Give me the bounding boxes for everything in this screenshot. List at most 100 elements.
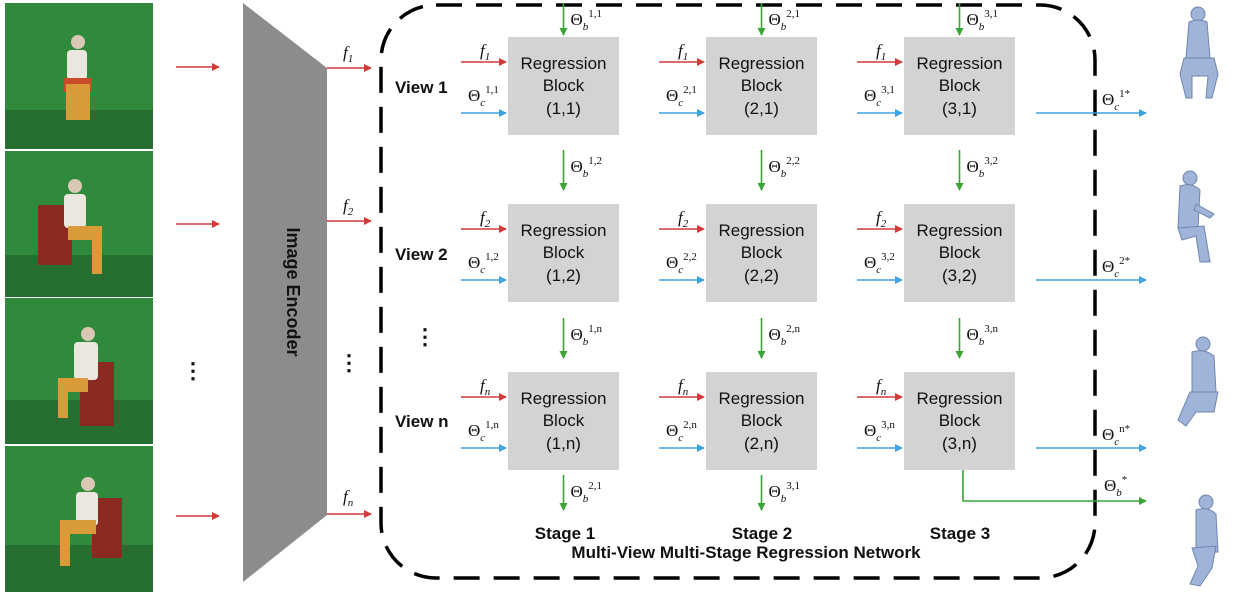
camera-output-arrows <box>1036 109 1147 452</box>
block-index: (1,n) <box>546 434 581 453</box>
output-meshes <box>1177 6 1219 587</box>
block-title-line: Block <box>543 411 585 430</box>
body-param-label: Θb2,2 <box>769 155 801 180</box>
input-image-view-1 <box>5 3 153 149</box>
block-title-line: Block <box>939 76 981 95</box>
camera-output-label: Θc2* <box>1102 255 1130 280</box>
camera-input-label: Θc2,n <box>666 419 697 444</box>
body-mesh-icon <box>1179 6 1219 99</box>
body-param-label: Θb1,1 <box>571 8 603 33</box>
regression-block-2-n <box>706 372 817 470</box>
body-output-label: Θb* <box>1104 474 1127 499</box>
block-index: (1,2) <box>546 266 581 285</box>
input-image-view-2 <box>5 151 153 297</box>
feature-input-label: f1 <box>678 41 688 63</box>
regression-grid: RegressionBlock(1,1)f1Θc1,1RegressionBlo… <box>461 3 1015 511</box>
block-index: (1,1) <box>546 99 581 118</box>
body-param-label: Θb2,n <box>769 323 801 348</box>
body-mesh-icon <box>1177 336 1219 427</box>
body-mesh-icon <box>1189 494 1219 587</box>
block-index: (3,n) <box>942 434 977 453</box>
body-param-label: Θb3,1 <box>769 480 801 505</box>
regression-block-1-1 <box>508 37 619 135</box>
row-label-view-n: View n <box>395 412 449 431</box>
body-param-label: Θb3,2 <box>967 155 999 180</box>
camera-input-label: Θc3,2 <box>864 251 895 276</box>
block-title-line: Block <box>543 243 585 262</box>
body-mesh-icon <box>1177 170 1215 263</box>
body-param-label: Θb1,n <box>571 323 603 348</box>
view-ellipsis: ⋮ <box>414 324 436 349</box>
feature-input-label: fn <box>876 376 887 398</box>
feature-input-label: f1 <box>876 41 886 63</box>
feature-input-label: f2 <box>876 208 887 230</box>
block-title-line: Block <box>741 243 783 262</box>
block-index: (2,2) <box>744 266 779 285</box>
block-title-line: Block <box>741 411 783 430</box>
image-encoder <box>243 3 327 582</box>
regression-block-3-2 <box>904 204 1015 302</box>
feature-input-label: f2 <box>678 208 689 230</box>
encoder-feature-label: f2 <box>343 196 354 218</box>
input-image-view-n <box>5 446 153 592</box>
regression-block-1-n <box>508 372 619 470</box>
body-param-label: Θb2,1 <box>769 8 801 33</box>
encoder-feature-outputs: f1 f2 fn <box>327 43 372 518</box>
block-title-line: Regression <box>521 54 607 73</box>
block-title-line: Regression <box>521 389 607 408</box>
camera-output-label: Θcn* <box>1102 423 1130 448</box>
block-title-line: Regression <box>719 221 805 240</box>
block-title-line: Block <box>741 76 783 95</box>
block-title-line: Regression <box>917 221 1003 240</box>
block-title-line: Block <box>939 411 981 430</box>
body-param-label: Θb2,1 <box>571 480 603 505</box>
regression-block-3-n <box>904 372 1015 470</box>
regression-block-2-1 <box>706 37 817 135</box>
input-images <box>5 3 153 592</box>
body-param-label: Θb3,1 <box>967 8 999 33</box>
block-title-line: Block <box>939 243 981 262</box>
body-param-label: Θb1,2 <box>571 155 603 180</box>
camera-input-label: Θc1,1 <box>468 84 499 109</box>
camera-output-label: Θc1* <box>1102 88 1130 113</box>
camera-input-label: Θc2,2 <box>666 251 697 276</box>
block-index: (3,1) <box>942 99 977 118</box>
feature-input-label: fn <box>480 376 491 398</box>
camera-input-label: Θc3,1 <box>864 84 895 109</box>
regression-block-1-2 <box>508 204 619 302</box>
block-title-line: Regression <box>917 54 1003 73</box>
camera-input-label: Θc3,n <box>864 419 895 444</box>
camera-input-label: Θc1,2 <box>468 251 499 276</box>
encoder-feature-label: fn <box>343 487 354 509</box>
block-index: (3,2) <box>942 266 977 285</box>
block-index: (2,1) <box>744 99 779 118</box>
body-output-arrow <box>962 470 1147 505</box>
input-image-view-3 <box>5 298 153 444</box>
row-label-view-1: View 1 <box>395 78 448 97</box>
feature-input-label: f2 <box>480 208 491 230</box>
block-title-line: Regression <box>521 221 607 240</box>
stage-label-2: Stage 2 <box>732 524 792 543</box>
regression-block-3-1 <box>904 37 1015 135</box>
block-title-line: Regression <box>719 389 805 408</box>
block-title-line: Block <box>543 76 585 95</box>
stage-label-1: Stage 1 <box>535 524 595 543</box>
body-param-label: Θb3,n <box>967 323 999 348</box>
stage-label-3: Stage 3 <box>930 524 990 543</box>
block-title-line: Regression <box>917 389 1003 408</box>
image-to-encoder-arrows <box>176 63 220 520</box>
feature-input-label: f1 <box>480 41 490 63</box>
regression-block-2-2 <box>706 204 817 302</box>
network-label: Multi-View Multi-Stage Regression Networ… <box>571 543 921 562</box>
network-boundary <box>379 3 1097 580</box>
camera-input-label: Θc1,n <box>468 419 499 444</box>
feature-input-label: fn <box>678 376 689 398</box>
camera-input-label: Θc2,1 <box>666 84 697 109</box>
encoder-ellipsis: ⋮ <box>338 350 360 375</box>
image-encoder-label: Image Encoder <box>283 227 303 356</box>
row-label-view-2: View 2 <box>395 245 448 264</box>
image-ellipsis: ⋮ <box>182 358 204 383</box>
block-index: (2,n) <box>744 434 779 453</box>
block-title-line: Regression <box>719 54 805 73</box>
